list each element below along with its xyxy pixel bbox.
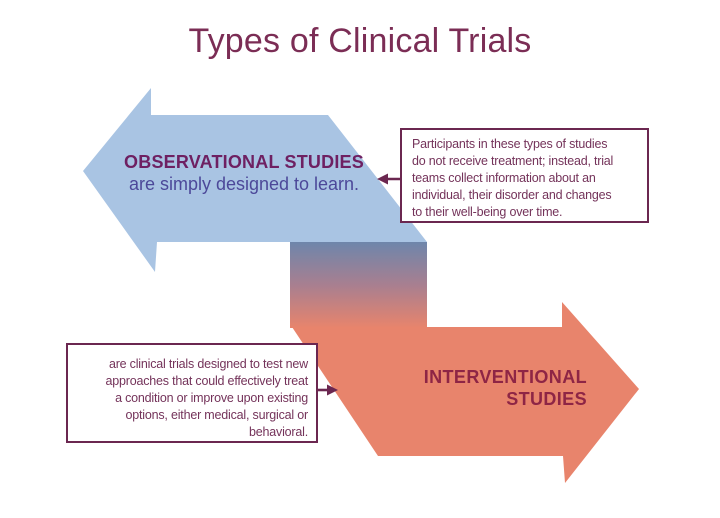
interventional-label-block: INTERVENTIONAL STUDIES [387,366,587,410]
note-line: do not receive treatment; instead, trial [412,154,614,168]
note-line: individual, their disorder and changes [412,188,612,202]
interventional-heading-line1: INTERVENTIONAL [423,367,587,387]
note-line: teams collect information about an [412,171,596,185]
page-title: Types of Clinical Trials [188,22,532,60]
interventional-arrow-shape [292,302,639,483]
note-line: to their well-being over time. [412,205,563,219]
observational-heading: OBSERVATIONAL STUDIES [124,152,364,172]
gradient-connector [290,242,427,328]
observational-arrow-shape [83,88,427,272]
interventional-heading-line2: STUDIES [506,389,587,409]
note-line: are clinical trials designed to test new [108,357,308,371]
note-line: a condition or improve upon existing [115,391,308,405]
observational-note-box: Participants in these types of studies d… [400,128,649,223]
note-connector-right-arrow-icon [318,384,338,396]
note-line: Participants in these types of studies [412,137,608,151]
observational-label-block: OBSERVATIONAL STUDIES are simply designe… [104,151,384,195]
note-line: approaches that could effectively treat [105,374,308,388]
note-line: behavioral. [249,425,308,439]
observational-subtitle: are simply designed to learn. [128,174,360,194]
note-line: options, either medical, surgical or [125,408,309,422]
interventional-note-box: are clinical trials designed to test new… [66,343,318,443]
